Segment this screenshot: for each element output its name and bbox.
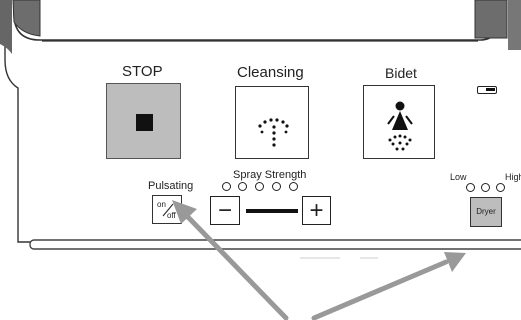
stop-label: STOP: [122, 63, 163, 80]
cleansing-button[interactable]: [235, 86, 309, 159]
dryer-label: Dryer: [476, 207, 496, 216]
cleansing-label: Cleansing: [237, 64, 304, 81]
level-dot-icon: [238, 182, 247, 191]
dryer-low-label: Low: [450, 172, 467, 182]
level-dot-icon: [222, 182, 231, 191]
spray-strength-bar: [246, 209, 298, 213]
level-dot-icon: [496, 183, 505, 192]
level-dot-icon: [481, 183, 490, 192]
pulsating-on-label: on: [157, 200, 166, 209]
spray-increase-button[interactable]: +: [302, 196, 331, 225]
bidet-button[interactable]: [363, 85, 435, 159]
battery-icon: [477, 86, 497, 94]
pulsating-label: Pulsating: [148, 180, 194, 192]
bidet-person-icon: [387, 101, 413, 151]
level-dot-icon: [272, 182, 281, 191]
spray-decrease-button[interactable]: −: [210, 196, 240, 225]
cleansing-spray-icon: [258, 118, 289, 147]
divider-icon: [162, 203, 174, 217]
minus-icon: −: [217, 197, 232, 224]
dryer-button[interactable]: Dryer: [470, 197, 502, 227]
level-dot-icon: [466, 183, 475, 192]
level-dot-icon: [289, 182, 298, 191]
plus-icon: +: [309, 197, 324, 224]
spray-strength-label: Spray Strength: [233, 169, 307, 181]
bidet-label: Bidet: [385, 65, 417, 81]
stop-square-icon: [136, 114, 153, 131]
dryer-high-label: High: [505, 172, 521, 182]
level-dot-icon: [255, 182, 264, 191]
pulsating-off-label: off: [167, 211, 176, 220]
stop-button[interactable]: [106, 83, 181, 159]
